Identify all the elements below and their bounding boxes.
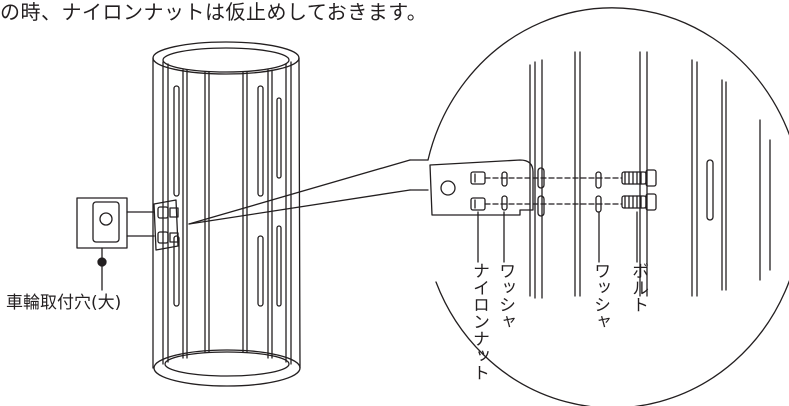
wheel-mount-plate bbox=[76, 197, 155, 291]
cylinder-bracket bbox=[153, 199, 179, 251]
label-leaders bbox=[477, 211, 638, 263]
washer-inner-icon bbox=[501, 171, 508, 211]
instruction-caption: の時、ナイロンナットは仮止めしておきます。 bbox=[0, 0, 428, 24]
washer-outer-label: ワッシャ bbox=[590, 262, 610, 330]
alignment-lines bbox=[484, 177, 623, 205]
cylinder-frame bbox=[152, 41, 301, 387]
bolt-label: ボルト bbox=[628, 262, 648, 313]
zoom-bracket bbox=[429, 159, 545, 217]
zoom-circle bbox=[409, 7, 789, 406]
bolt-icon bbox=[621, 169, 657, 211]
nylon-nut-icon bbox=[470, 171, 486, 211]
nylon-nut-label: ナイロンナット bbox=[469, 262, 489, 381]
washer-inner-label: ワッシャ bbox=[495, 262, 515, 330]
wheel-hole-label: 車輪取付穴(大) bbox=[6, 293, 122, 313]
zoom-rails bbox=[529, 51, 771, 299]
